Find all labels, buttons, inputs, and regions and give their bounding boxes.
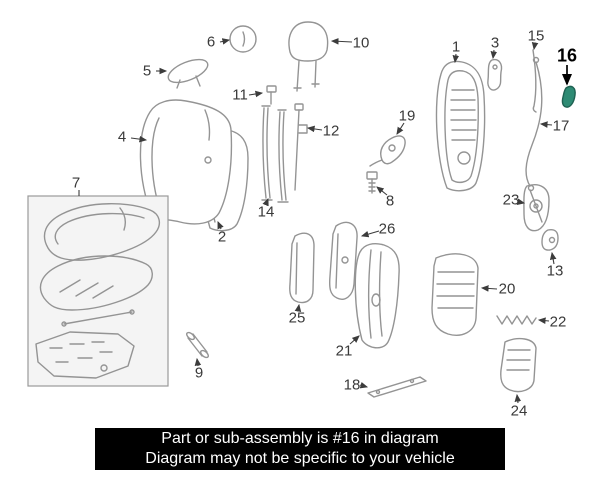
part-label-1: 1 <box>451 38 461 56</box>
part-26-side-panel <box>328 221 358 300</box>
part-label-25: 25 <box>288 309 306 327</box>
part-9-roller <box>185 331 210 359</box>
part-label-5: 5 <box>142 62 152 80</box>
part-24-control-box <box>500 337 537 393</box>
part-label-9: 9 <box>194 364 204 382</box>
part-label-20: 20 <box>498 280 516 298</box>
part-22-spring <box>496 315 537 325</box>
part-7-cover <box>39 255 153 311</box>
part-label-18: 18 <box>343 376 361 394</box>
part-8-bolt <box>366 171 378 194</box>
part-label-16-highlighted: 16 <box>556 45 578 66</box>
part-label-8: 8 <box>385 192 395 210</box>
part-20-back-panel <box>431 253 479 336</box>
part-7-top-cushion <box>43 203 161 261</box>
part-label-10: 10 <box>352 34 370 52</box>
part-25-side-panel <box>289 232 315 304</box>
part-18-trim-strip <box>367 376 427 398</box>
part-label-22: 22 <box>549 313 567 331</box>
part-label-19: 19 <box>398 107 416 125</box>
part-5-headrest-pad <box>167 58 209 89</box>
banner-line2: Diagram may not be specific to your vehi… <box>145 450 455 467</box>
part-21-seat-back-cover <box>354 243 400 349</box>
part-6-disc <box>229 25 257 53</box>
part-label-17: 17 <box>552 117 570 135</box>
part-14-guide-rails <box>261 105 289 203</box>
part-label-24: 24 <box>510 402 528 420</box>
banner-line1: Part or sub-assembly is #16 in diagram <box>161 430 439 447</box>
part-label-14: 14 <box>257 203 275 221</box>
part-13-small-bracket <box>541 228 559 251</box>
part-11-bolt <box>266 85 277 105</box>
part-1-seat-back-frame <box>435 60 486 192</box>
part-12-rod-bracket <box>294 103 308 191</box>
part-label-13: 13 <box>546 262 564 280</box>
part-7-rod <box>61 309 135 327</box>
notice-banner: Part or sub-assembly is #16 in diagram D… <box>95 428 505 470</box>
part-label-15: 15 <box>527 27 545 45</box>
part-19-bracket <box>369 135 406 167</box>
leader-lines <box>78 38 573 404</box>
part-7-cushion-group-box <box>27 195 169 387</box>
part-23-recliner-mechanism <box>523 184 550 232</box>
part-7-seat-pan <box>35 331 135 379</box>
part-label-3: 3 <box>490 34 500 52</box>
part-16-clip <box>561 85 576 108</box>
part-10-headrest <box>288 21 329 92</box>
part-label-4: 4 <box>117 128 127 146</box>
part-label-12: 12 <box>322 122 340 140</box>
part-label-21: 21 <box>335 342 353 360</box>
part-label-7: 7 <box>71 174 81 192</box>
part-label-2: 2 <box>217 228 227 246</box>
part-3-bracket <box>487 58 503 91</box>
part-label-23: 23 <box>502 191 520 209</box>
part-17-cable <box>525 56 543 192</box>
part-label-26: 26 <box>378 220 396 238</box>
part-15-rod <box>532 49 537 113</box>
part-label-6: 6 <box>206 33 216 51</box>
part-label-11: 11 <box>232 86 248 104</box>
